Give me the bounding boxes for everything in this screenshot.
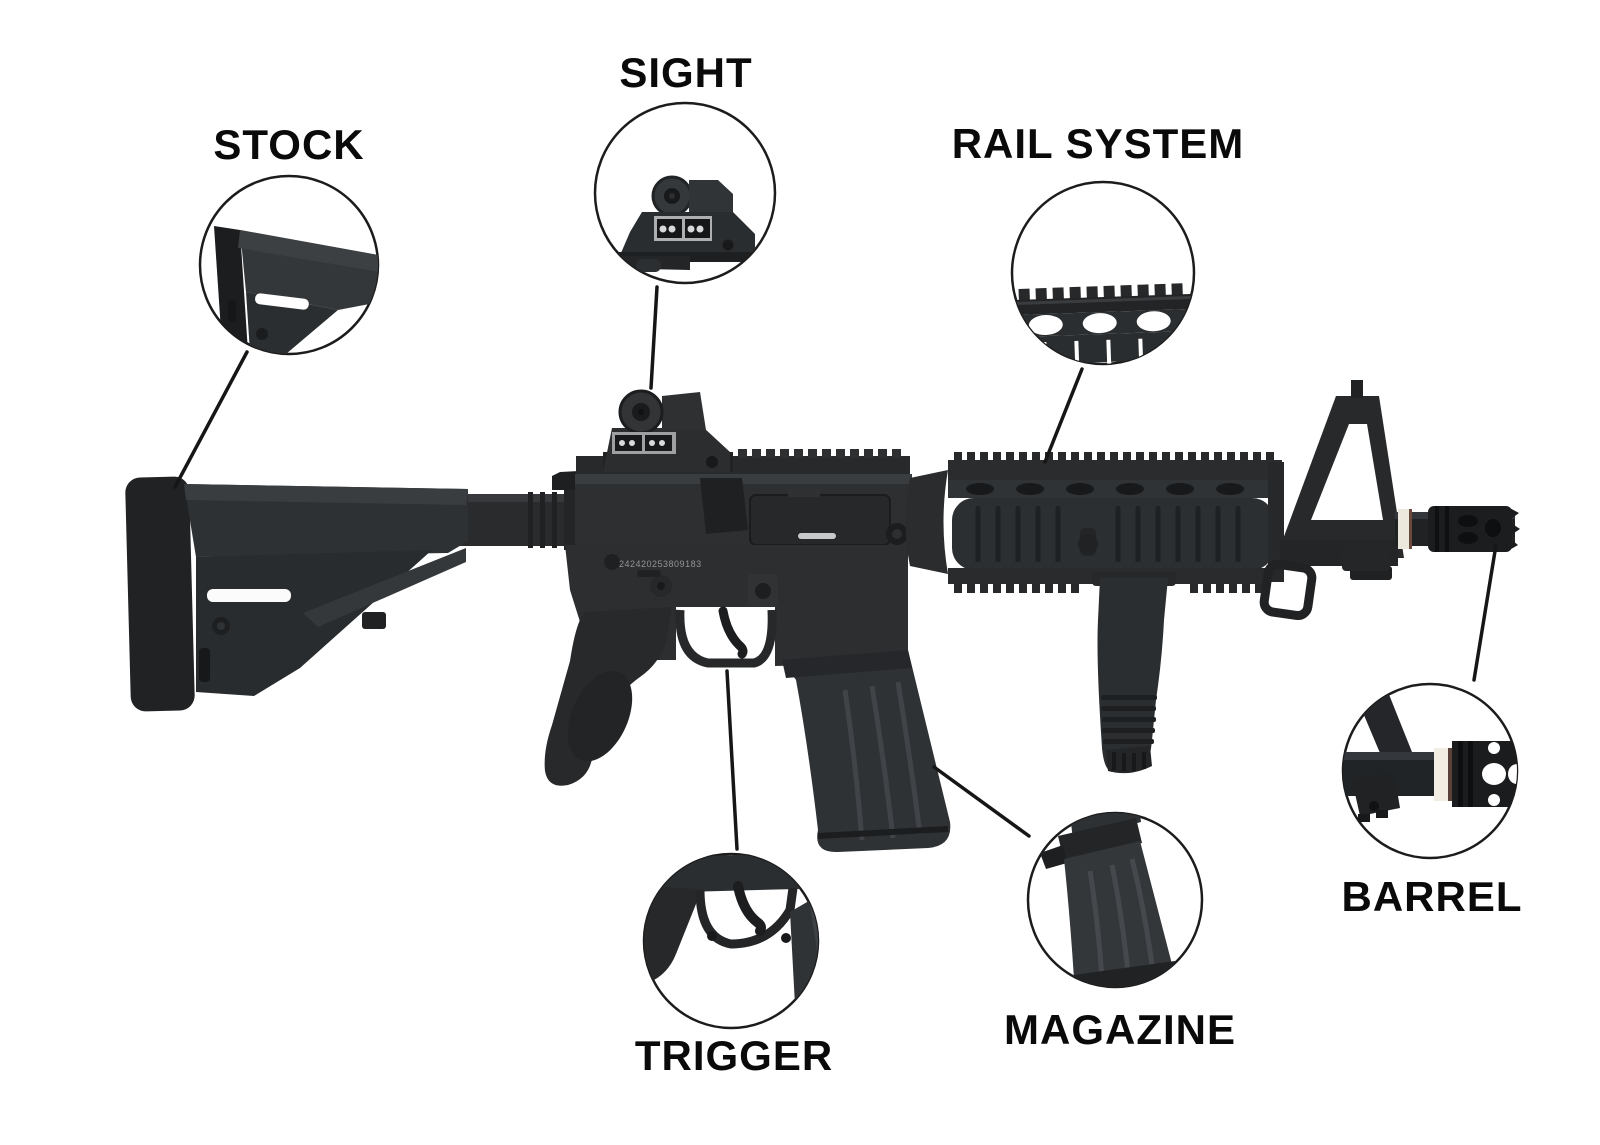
leader-line-magazine bbox=[932, 765, 1031, 838]
rear-sight bbox=[603, 389, 733, 472]
callout-inset-rail bbox=[1012, 283, 1194, 364]
receiver-serial: 242420253809183 bbox=[619, 559, 702, 569]
callout-inset-stock bbox=[214, 226, 378, 354]
label-stock: STOCK bbox=[213, 121, 365, 168]
leader-line-trigger bbox=[725, 669, 739, 851]
label-rail-system: RAIL SYSTEM bbox=[951, 120, 1245, 167]
leader-line-barrel bbox=[1472, 543, 1498, 682]
barrel bbox=[1395, 506, 1520, 552]
label-magazine: MAGAZINE bbox=[1004, 1006, 1236, 1053]
leader-line-stock bbox=[173, 350, 249, 489]
foregrip bbox=[1092, 572, 1176, 774]
leader-line-sight bbox=[649, 285, 659, 390]
rifle-body: 242420253809183 bbox=[125, 380, 1520, 853]
front-sight bbox=[1259, 380, 1404, 621]
stock bbox=[125, 476, 468, 712]
magazine bbox=[782, 650, 951, 853]
label-sight: SIGHT bbox=[619, 49, 753, 96]
handguard bbox=[948, 452, 1284, 593]
label-barrel: BARREL bbox=[1341, 873, 1523, 920]
delta-ring bbox=[905, 470, 948, 574]
label-trigger: TRIGGER bbox=[634, 1032, 834, 1079]
callout-inset-magazine bbox=[1040, 813, 1177, 987]
leader-line-rail bbox=[1043, 367, 1084, 464]
